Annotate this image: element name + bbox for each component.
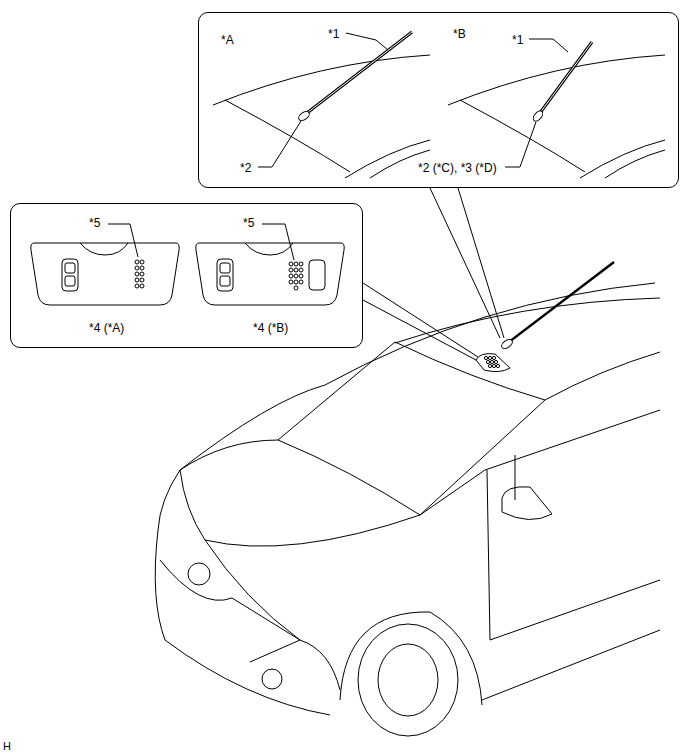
callout-label: *4 (*A) [89,321,124,335]
callout-label: *4 (*B) [253,321,288,335]
callout-label: *1 [512,33,523,47]
roof-console-views [31,224,344,305]
detail-panel: *5 *4 (*A) *5 *4 (*B) [10,203,363,348]
detail-panel: *A *1 *2 *B *1 *2 (*C), *3 (*D) [198,12,679,188]
callout-label: *A [221,33,234,47]
callout-label: *1 [328,27,339,41]
callout-label: *5 [243,216,254,230]
antenna-view-b [448,39,665,178]
vehicle-illustration [155,262,660,736]
figure-code: H [3,740,11,752]
callout-label: *B [453,27,466,41]
callout-label: *5 [89,216,100,230]
callout-label: *2 [240,161,251,175]
antenna-view-a [213,18,430,180]
callout-label: *2 (*C), *3 (*D) [418,161,508,175]
